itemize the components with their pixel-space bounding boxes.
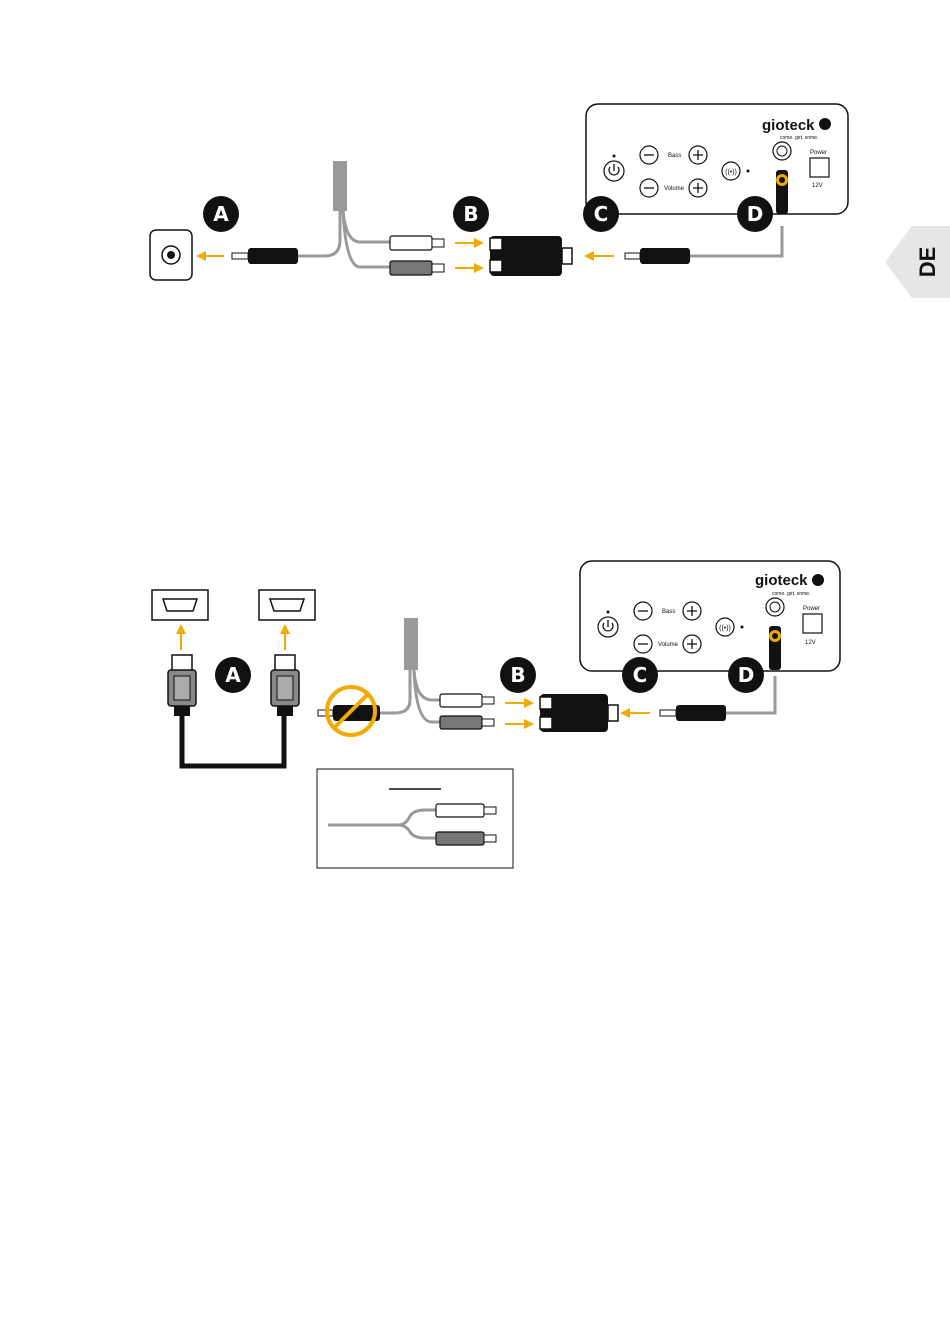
- audio-input-jack[interactable]: [773, 142, 791, 160]
- surround-button[interactable]: ((•)): [722, 162, 740, 180]
- diagram-bottom: gioteck come. get. some. Bass: [152, 561, 840, 868]
- power-button[interactable]: [604, 161, 624, 181]
- brand-logo-icon: [819, 118, 831, 130]
- svg-text:C: C: [633, 663, 648, 687]
- power-button[interactable]: [598, 617, 618, 637]
- bass-minus-button[interactable]: [634, 602, 652, 620]
- step-badge-b: B: [500, 657, 536, 693]
- volume-minus-button[interactable]: [634, 635, 652, 653]
- surround-icon: ((•)): [719, 625, 731, 632]
- step-badge-d: D: [737, 196, 773, 232]
- language-tab-label: DE: [915, 247, 940, 278]
- voltage-label: 12V: [805, 640, 816, 646]
- brand-tagline: come. get. some.: [772, 591, 810, 597]
- brand-logo: gioteck: [755, 572, 808, 589]
- surround-led: [747, 170, 750, 173]
- svg-text:A: A: [225, 663, 241, 687]
- speaker-unit: gioteck come. get. some. Bass: [586, 104, 848, 214]
- svg-text:B: B: [510, 663, 525, 687]
- power-port[interactable]: [810, 158, 829, 177]
- svg-text:C: C: [594, 202, 609, 226]
- step-badge-a: A: [215, 657, 251, 693]
- volume-label: Volume: [664, 186, 685, 192]
- volume-plus-button[interactable]: [683, 635, 701, 653]
- step-badge-c: C: [583, 196, 619, 232]
- step-badge-a: A: [203, 196, 239, 232]
- hdmi-port-left: [152, 590, 208, 620]
- volume-label: Volume: [658, 642, 679, 648]
- svg-text:D: D: [738, 663, 755, 687]
- power-port[interactable]: [803, 614, 822, 633]
- power-port-label: Power: [810, 150, 827, 156]
- surround-icon: ((•)): [725, 169, 737, 176]
- power-led: [607, 611, 610, 614]
- surround-led: [741, 626, 744, 629]
- diagram-top: gioteck come. get. some. Bass: [150, 104, 848, 280]
- voltage-label: 12V: [812, 183, 823, 189]
- brand-logo-icon: [812, 574, 824, 586]
- svg-text:A: A: [213, 202, 229, 226]
- rca-adapter: [540, 694, 618, 732]
- bass-label: Bass: [668, 153, 681, 159]
- audio-input-jack[interactable]: [766, 598, 784, 616]
- splitter-cable: [318, 618, 494, 729]
- hdmi-port-right: [259, 590, 315, 620]
- svg-text:B: B: [463, 202, 478, 226]
- bass-plus-button[interactable]: [689, 146, 707, 164]
- svg-text:D: D: [747, 202, 764, 226]
- language-tab[interactable]: DE: [885, 226, 950, 298]
- step-badge-b: B: [453, 196, 489, 232]
- brand-tagline: come. get. some.: [780, 135, 818, 141]
- rca-adapter: [490, 236, 572, 276]
- step-badge-d: D: [728, 657, 764, 693]
- power-port-label: Power: [803, 606, 820, 612]
- audio-output-jack: [150, 230, 192, 280]
- bass-minus-button[interactable]: [640, 146, 658, 164]
- surround-button[interactable]: ((•)): [716, 618, 734, 636]
- brand-logo: gioteck: [762, 117, 815, 134]
- speaker-unit: gioteck come. get. some. Bass: [580, 561, 840, 671]
- splitter-cable: [232, 161, 444, 275]
- bass-label: Bass: [662, 609, 675, 615]
- splitter-inset: [317, 769, 513, 868]
- volume-minus-button[interactable]: [640, 179, 658, 197]
- bass-plus-button[interactable]: [683, 602, 701, 620]
- volume-plus-button[interactable]: [689, 179, 707, 197]
- power-led: [613, 155, 616, 158]
- step-badge-c: C: [622, 657, 658, 693]
